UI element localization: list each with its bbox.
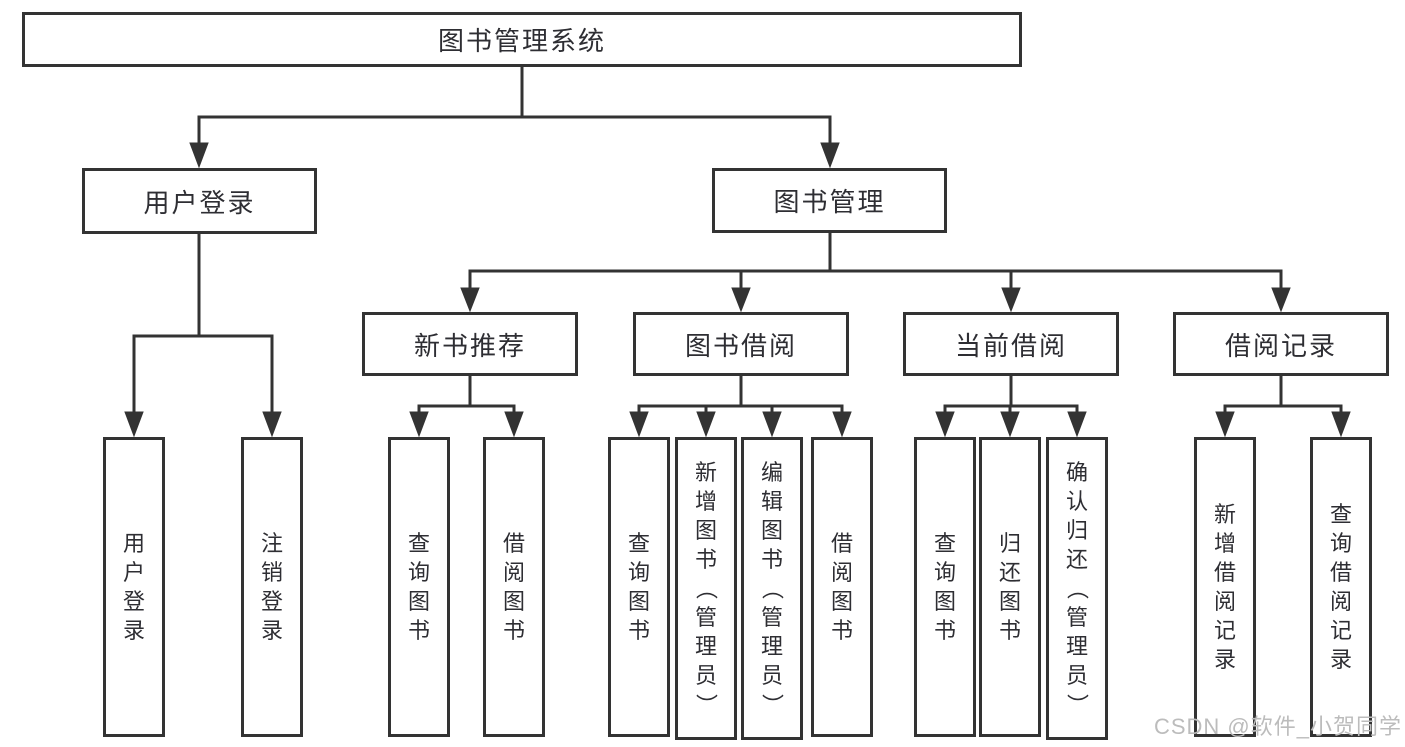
node-label: 用户登录: [122, 531, 145, 643]
node-leaf-query-books-recommend: 查询图书: [388, 437, 450, 737]
node-label: 用户登录: [143, 187, 256, 218]
node-current-borrow: 当前借阅: [903, 312, 1119, 376]
node-leaf-query-books-current: 查询图书: [914, 437, 976, 737]
csdn-watermark: CSDN @软件_小贺同学: [1153, 714, 1402, 739]
node-label: 新增借阅记录: [1213, 502, 1236, 672]
connector-recommend-to-leaves: [409, 376, 524, 438]
node-label: 注销登录: [260, 531, 283, 643]
node-leaf-query-borrow-record: 查询借阅记录: [1310, 437, 1372, 737]
node-leaf-query-books-borrow: 查询图书: [608, 437, 670, 737]
node-leaf-add-borrow-record: 新增借阅记录: [1194, 437, 1256, 737]
node-label: 新增图书（管理员）: [693, 460, 719, 716]
connector-userlogin-to-leaves: [124, 234, 282, 438]
node-book-borrow: 图书借阅: [633, 312, 849, 376]
connector-borrow-to-leaves: [629, 376, 852, 438]
node-label: 归还图书: [998, 531, 1021, 643]
node-label: 查询图书: [407, 531, 430, 643]
node-leaf-borrow-books-borrow: 借阅图书: [811, 437, 873, 737]
node-label: 借阅记录: [1224, 330, 1337, 361]
node-label: 图书管理系统: [437, 26, 606, 56]
connector-bookmgmt-to-level3: [460, 233, 1291, 313]
node-label: 查询图书: [627, 531, 650, 643]
connector-records-to-leaves: [1215, 376, 1351, 438]
node-leaf-confirm-return-admin: 确认归还（管理员）: [1046, 437, 1108, 740]
node-leaf-logout-login: 注销登录: [241, 437, 303, 737]
node-label: 图书借阅: [684, 330, 797, 361]
node-user-login: 用户登录: [82, 168, 317, 234]
node-label: 查询图书: [933, 531, 956, 643]
node-library-management-system: 图书管理系统: [22, 12, 1022, 67]
node-book-management: 图书管理: [712, 168, 947, 233]
node-leaf-user-login: 用户登录: [103, 437, 165, 737]
node-label: 图书管理: [773, 187, 886, 217]
connector-root-to-level2: [189, 66, 840, 169]
node-label: 当前借阅: [954, 330, 1067, 361]
node-leaf-add-books-admin: 新增图书（管理员）: [675, 437, 737, 740]
node-label: 确认归还（管理员）: [1064, 460, 1090, 716]
connector-current-to-leaves: [935, 376, 1087, 438]
node-label: 查询借阅记录: [1329, 502, 1352, 672]
node-leaf-return-books: 归还图书: [979, 437, 1041, 737]
node-new-book-recommend: 新书推荐: [362, 312, 578, 376]
node-label: 新书推荐: [413, 330, 526, 361]
node-leaf-edit-books-admin: 编辑图书（管理员）: [741, 437, 803, 740]
node-label: 借阅图书: [502, 531, 525, 643]
node-label: 借阅图书: [830, 531, 853, 643]
node-label: 编辑图书（管理员）: [759, 460, 785, 716]
node-leaf-borrow-books-recommend: 借阅图书: [483, 437, 545, 737]
node-borrow-records: 借阅记录: [1173, 312, 1389, 376]
